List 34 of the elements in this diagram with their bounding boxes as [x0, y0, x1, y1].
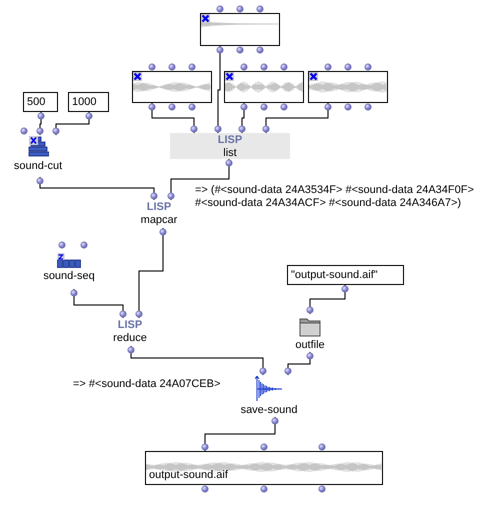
function-name: outfile	[295, 339, 325, 352]
language-tag: LISP	[146, 201, 172, 214]
result-text: => #<sound-data 24A07CEB>	[73, 378, 220, 391]
function-name: mapcar	[140, 214, 178, 227]
value-box: "output-sound.aif"	[287, 265, 404, 285]
sound-box	[145, 451, 383, 485]
patch-cord	[288, 352, 310, 376]
function-name: save-sound	[240, 404, 298, 417]
patch-cord	[74, 288, 124, 318]
language-tag: LISP	[118, 319, 142, 332]
function-name: reduce	[113, 332, 147, 345]
patch-cord	[310, 284, 346, 314]
sound-box	[200, 13, 280, 46]
function-box: LISP list	[170, 133, 290, 159]
patch-cord	[56, 112, 90, 136]
file-name: output-sound.aif	[149, 469, 228, 482]
function-name: sound-cut	[14, 160, 62, 173]
patch-cord	[152, 102, 194, 134]
patch-cord	[242, 102, 244, 134]
sound-box	[224, 71, 304, 103]
patch-cord	[40, 112, 42, 136]
patch-cord	[218, 46, 220, 134]
value-box: 500	[23, 92, 58, 112]
patch-cord	[138, 228, 164, 318]
value-box: 1000	[68, 92, 109, 112]
patch-cord	[40, 176, 154, 200]
patch-cord	[266, 102, 328, 134]
function-name: sound-seq	[43, 270, 95, 283]
patch-cord	[130, 346, 264, 376]
sound-box	[308, 71, 388, 103]
patch-cord	[204, 416, 276, 452]
result-text: => (#<sound-data 24A3534F> #<sound-data 24A34F0F> #<sound-data 24A34ACF> #<sound-data 24A346A7>)	[195, 184, 475, 210]
sound-box	[132, 71, 212, 103]
patch-cord	[170, 158, 230, 200]
